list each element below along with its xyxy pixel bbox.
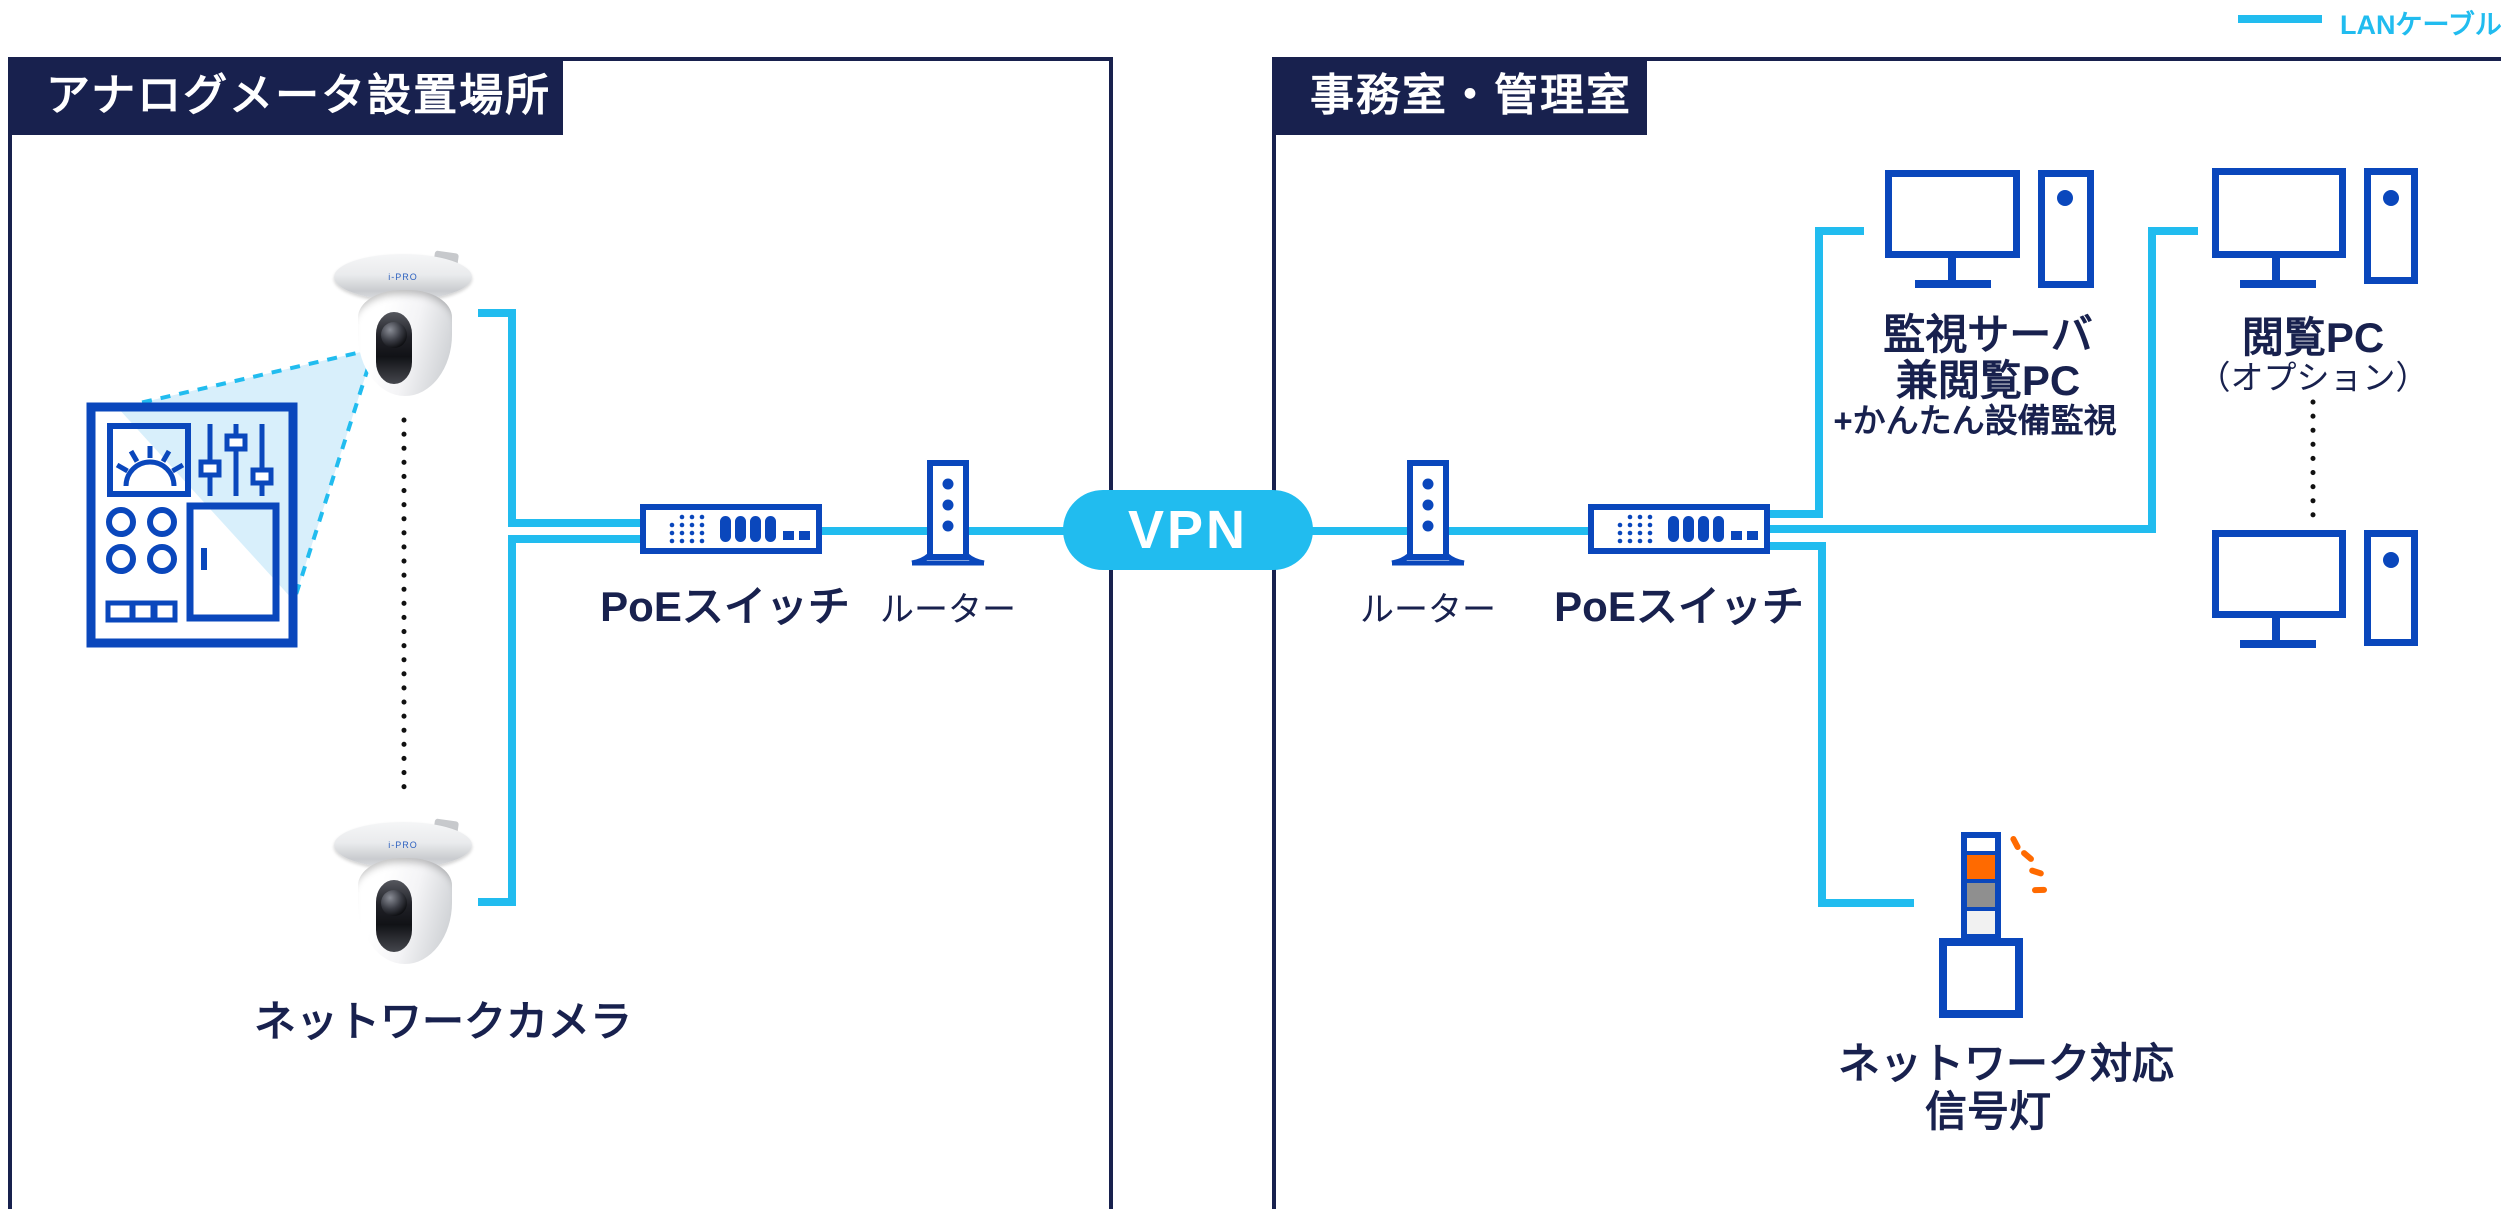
lan-cable-camera1 — [478, 309, 652, 527]
viewer-pc-label-line1: 閲覧PC — [2241, 314, 2385, 361]
signal-segment-lightgray — [1967, 911, 1995, 934]
monitor-stand — [2272, 256, 2280, 282]
pc-tower-button — [2057, 190, 2073, 206]
right-zone-box — [1272, 57, 2501, 1209]
lan-cables — [478, 227, 2198, 907]
monitor-icon — [2212, 168, 2346, 258]
lan-cable-signal-light — [1763, 542, 1914, 907]
monitor-base — [1915, 280, 1991, 288]
server-pc-label-line1: 監視サーバ — [1883, 311, 2093, 358]
signal-light-icon — [1961, 832, 2001, 940]
pc-tower-icon — [2364, 168, 2418, 284]
signal-light-label-line1: ネットワーク対応 — [1838, 1040, 2175, 1087]
monitor-icon — [1885, 170, 2020, 258]
camera-view-cone — [117, 347, 376, 602]
camera-brand-logo: i-PRO — [388, 272, 418, 282]
lan-cable-camera2 — [478, 535, 652, 906]
vpn-badge: VPN — [1063, 490, 1313, 570]
pc-tower-icon — [2038, 170, 2094, 288]
camera-lens — [381, 890, 407, 916]
viewer-pc-label-line2: （オプション） — [2197, 359, 2429, 396]
legend-lan-label: LANケーブル — [2340, 10, 2501, 40]
camera-label: ネットワークカメラ — [254, 998, 633, 1045]
poe-switch-ports — [1617, 514, 1758, 544]
signal-segment-gray — [1967, 883, 1995, 907]
right-zone-title: 事務室・管理室 — [1272, 57, 1647, 135]
monitor-stand — [2272, 616, 2280, 642]
ptz-camera-icon: i-PRO — [334, 250, 474, 400]
monitor-base — [2240, 640, 2316, 648]
poe-switch-label: PoEスイッチ — [600, 583, 850, 630]
monitor-icon — [2212, 530, 2346, 618]
pc-tower-button — [2383, 552, 2399, 568]
signal-light-label-line2: 信号灯 — [1924, 1088, 2051, 1135]
signal-segment-orange — [1967, 855, 1995, 879]
poe-switch-label: PoEスイッチ — [1554, 583, 1804, 630]
poe-switch-icon — [1588, 504, 1770, 554]
pc-tower-icon — [2364, 530, 2418, 646]
poe-switch-ports — [669, 514, 810, 544]
monitor-base — [2240, 280, 2316, 288]
camera-lens — [381, 322, 407, 348]
camera-brand-logo: i-PRO — [388, 840, 418, 850]
legend-lan-line — [2238, 15, 2322, 23]
router-icon — [911, 460, 985, 566]
router-icon — [1391, 460, 1465, 566]
monitor-stand — [1948, 256, 1956, 282]
dotted-connectors — [401, 399, 2316, 798]
flash-icon — [2031, 886, 2048, 894]
signal-light-base — [1939, 938, 2023, 1018]
pc-tower-button — [2383, 190, 2399, 206]
lan-cable-server-pc — [1763, 227, 1864, 518]
router-label: ルーター — [880, 591, 1016, 629]
router-label: ルーター — [1360, 591, 1496, 629]
poe-switch-icon — [640, 504, 822, 554]
server-pc-label-line3: +かんたん設備監視 — [1833, 402, 2117, 439]
lan-cable-viewer-pc — [1763, 227, 2198, 533]
ptz-camera-icon: i-PRO — [334, 818, 474, 968]
signal-segment-white — [1967, 838, 1995, 851]
server-pc-label-line2: 兼閲覧PC — [1895, 357, 2081, 404]
analog-meter-panel-icon — [86, 402, 298, 648]
left-zone-title: アナログメータ設置場所 — [8, 57, 563, 135]
